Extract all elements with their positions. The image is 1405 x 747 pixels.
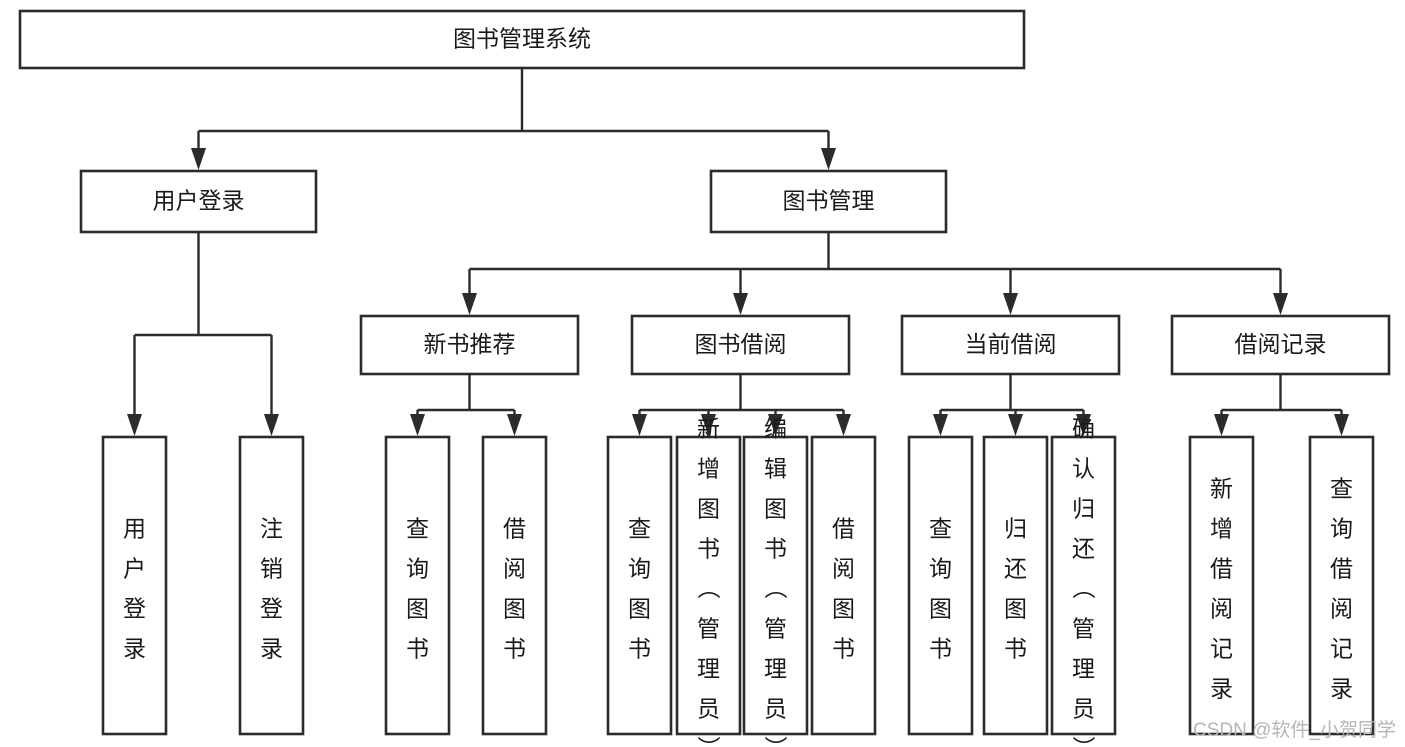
node-current-borrow[interactable]: 当前借阅 [900,314,1121,376]
watermark-label: CSDN @软件_小贺同学 [1193,719,1396,741]
node-box [384,435,451,736]
node-label: 查询借阅记录 [1330,476,1353,702]
node-new-book-rec[interactable]: 新书推荐 [359,314,580,376]
node-label: 用户登录 [153,188,245,214]
node-leaf-record-add[interactable]: 新增借阅记录 [1188,435,1255,736]
node-leaf-current-return-book[interactable]: 归还图书 [982,435,1049,736]
arrowhead-icon [410,414,425,436]
node-book-borrow[interactable]: 图书借阅 [630,314,851,376]
node-label: 借阅图书 [832,516,855,662]
arrowhead-icon [462,293,477,315]
nodes-layer: 图书管理系统用户登录图书管理新书推荐图书借阅当前借阅借阅记录用户登录注销登录查询… [18,9,1391,747]
arrowhead-icon [264,414,279,436]
node-leaf-record-query[interactable]: 查询借阅记录 [1308,435,1375,736]
node-box [101,435,168,736]
arrowhead-icon [1076,414,1091,436]
arrowhead-icon [1273,293,1288,315]
node-leaf-borrow-borrow-book[interactable]: 借阅图书 [810,435,877,736]
arrowhead-icon [733,293,748,315]
node-box [1170,314,1391,376]
node-user-login[interactable]: 用户登录 [79,169,318,234]
node-leaf-user-logout[interactable]: 注销登录 [238,435,305,736]
arrowhead-icon [1334,414,1349,436]
node-leaf-rec-borrow-book[interactable]: 借阅图书 [481,435,548,736]
node-book-manage[interactable]: 图书管理 [709,169,948,234]
node-label: 图书借阅 [695,331,787,357]
node-label: 注销登录 [260,516,283,662]
node-label: 新增借阅记录 [1210,476,1233,702]
node-label: 新书推荐 [424,331,516,357]
arrowhead-icon [933,414,948,436]
node-label: 新增图书（管理员） [697,416,721,747]
node-box [18,9,1026,70]
edge-group-current-borrow [933,374,1091,436]
node-label: 归还图书 [1004,516,1027,662]
arrowhead-icon [507,414,522,436]
node-box [630,314,851,376]
node-box [709,169,948,234]
edge-group-book-manage [462,232,1288,315]
arrowhead-icon [1008,414,1023,436]
node-leaf-borrow-query-book[interactable]: 查询图书 [606,435,673,736]
node-box [1050,435,1117,736]
node-box [79,169,318,234]
node-leaf-current-confirm-return[interactable]: 确认归还（管理员） [1050,416,1117,747]
node-borrow-record[interactable]: 借阅记录 [1170,314,1391,376]
node-box [481,435,548,736]
arrowhead-icon [768,414,783,436]
arrowhead-icon [632,414,647,436]
arrowhead-icon [127,414,142,436]
node-label: 借阅记录 [1235,331,1327,357]
node-leaf-current-query-book[interactable]: 查询图书 [907,435,974,736]
node-label: 确认归还（管理员） [1072,416,1096,747]
edge-group-borrow-record [1214,374,1349,436]
node-leaf-borrow-edit-book[interactable]: 编辑图书（管理员） [742,416,809,747]
node-label: 图书管理 [783,188,875,214]
node-box [238,435,305,736]
node-box [810,435,877,736]
node-box [606,435,673,736]
arrowhead-icon [1214,414,1229,436]
node-box [982,435,1049,736]
node-box [1188,435,1255,736]
edges-layer [127,68,1349,436]
node-leaf-user-login[interactable]: 用户登录 [101,435,168,736]
node-root[interactable]: 图书管理系统 [18,9,1026,70]
edge-group-root [191,68,836,170]
node-label: 查询图书 [929,516,952,662]
node-label: 借阅图书 [503,516,526,662]
arrowhead-icon [191,148,206,170]
arrowhead-icon [821,148,836,170]
node-leaf-rec-query-book[interactable]: 查询图书 [384,435,451,736]
arrowhead-icon [701,414,716,436]
node-label: 编辑图书（管理员） [764,416,788,747]
node-label: 当前借阅 [965,331,1057,357]
edge-group-new-book-rec [410,374,522,436]
arrowhead-icon [836,414,851,436]
node-box [742,435,809,736]
node-box [1308,435,1375,736]
node-label: 图书管理系统 [453,26,591,52]
node-box [675,435,742,736]
node-label: 查询图书 [628,516,651,662]
arrowhead-icon [1003,293,1018,315]
node-label: 用户登录 [123,516,146,662]
node-leaf-borrow-add-book[interactable]: 新增图书（管理员） [675,416,742,747]
edge-group-book-borrow [632,374,851,436]
node-box [907,435,974,736]
edge-group-user-login [127,232,279,436]
node-label: 查询图书 [406,516,429,662]
node-box [359,314,580,376]
node-box [900,314,1121,376]
